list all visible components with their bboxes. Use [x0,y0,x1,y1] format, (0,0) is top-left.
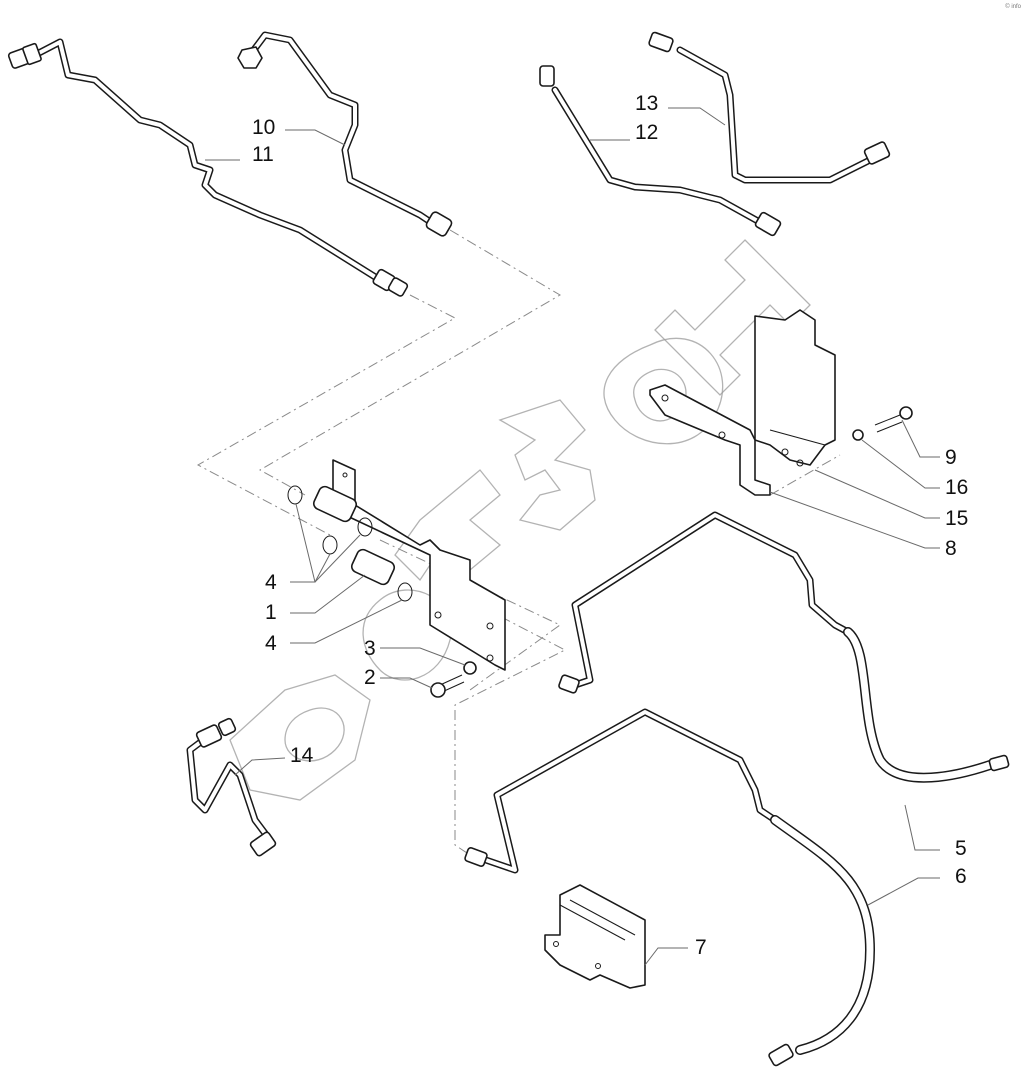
callout-4-upper[interactable]: 4 [265,571,277,594]
callout-11[interactable]: 11 [252,143,274,166]
pipe-13 [648,31,891,184]
pipe-10 [237,31,453,237]
callout-2[interactable]: 2 [364,666,376,689]
washer-16 [852,429,864,441]
watermark [229,239,811,801]
callout-5[interactable]: 5 [955,837,967,860]
callout-16[interactable]: 16 [945,476,969,499]
callout-12[interactable]: 12 [635,121,659,144]
callout-1[interactable]: 1 [265,601,277,624]
bracket-assembly [332,459,506,671]
bolt-2 [430,674,465,698]
leader-lines [205,107,940,966]
callout-6[interactable]: 6 [955,865,967,888]
bracket-15 [754,309,836,467]
pipe-11 [7,38,409,297]
union-1 [312,485,396,586]
callout-3[interactable]: 3 [364,637,376,660]
pipe-5 [558,511,1010,783]
callout-9[interactable]: 9 [945,446,957,469]
pipe-14 [186,717,277,857]
callout-10[interactable]: 10 [252,116,276,139]
bolt-9 [874,406,913,433]
pipe-12 [539,65,782,237]
callout-8[interactable]: 8 [945,537,957,560]
callout-7[interactable]: 7 [695,936,707,959]
callout-13[interactable]: 13 [635,92,659,115]
corner-mark: © info [1005,4,1021,10]
pipe-6 [464,708,875,1067]
callout-14[interactable]: 14 [290,744,314,767]
washer-3 [463,661,477,675]
bracket-8 [649,384,771,496]
clamp-7 [544,884,646,989]
callout-15[interactable]: 15 [945,507,969,530]
callout-4-lower[interactable]: 4 [265,632,277,655]
